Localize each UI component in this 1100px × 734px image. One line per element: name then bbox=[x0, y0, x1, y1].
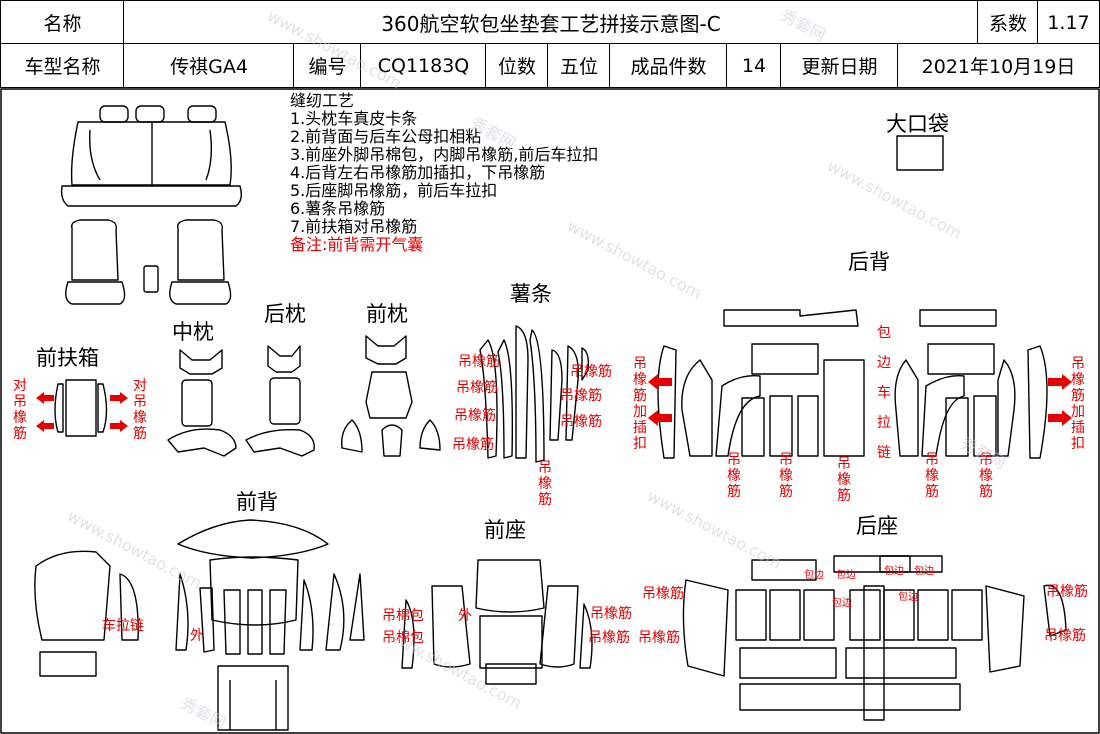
fries-pieces bbox=[479, 325, 590, 463]
note-item: 4.后背左右吊橡筋加插扣，下吊橡筋 bbox=[290, 163, 546, 182]
seat-overview-drawing bbox=[60, 105, 243, 305]
front-armrest-pieces bbox=[54, 379, 108, 437]
annotation-hang-elastic: 吊橡筋 bbox=[1044, 628, 1086, 644]
code-label: 编号 bbox=[293, 43, 362, 88]
annotation-edge-wrap: 包边 bbox=[836, 570, 856, 581]
notes-title: 缝纫工艺 bbox=[290, 91, 355, 110]
annotation-hang-elastic: 吊橡筋 bbox=[638, 630, 680, 646]
code-value: CQ1183Q bbox=[360, 43, 487, 88]
annotation-hang-elastic: 吊橡筋 bbox=[642, 586, 684, 602]
annotation-car-zipper: 车拉链 bbox=[102, 618, 144, 634]
annotation-pair-hang-elastic-left: 对吊橡筋 bbox=[13, 378, 27, 442]
annotation-hang-elastic: 吊橡筋 bbox=[1046, 584, 1088, 600]
annotation-hang-elastic-vertical: 吊橡筋 bbox=[727, 452, 741, 500]
front-seat-pieces bbox=[401, 559, 593, 685]
annotation-hang-elastic-vertical: 吊橡筋 bbox=[538, 460, 552, 508]
annotation-hang-cotton-bag: 吊棉包 bbox=[382, 608, 424, 624]
annotation-hang-elastic-vertical: 吊橡筋 bbox=[779, 452, 793, 500]
pieces-value: 14 bbox=[726, 43, 782, 88]
coef-label: 系数 bbox=[977, 0, 1039, 45]
annotation-hang-cotton-bag: 吊棉包 bbox=[382, 630, 424, 646]
header-table: 名称 360航空软包坐垫套工艺拼接示意图-C 系数 1.17 车型名称 传祺GA… bbox=[0, 0, 1100, 88]
annotation-hang-elastic: 吊橡筋 bbox=[570, 364, 612, 380]
rear-seat-pieces bbox=[682, 555, 1067, 721]
rear-back-title: 后背 bbox=[848, 250, 890, 274]
name-label: 名称 bbox=[0, 0, 125, 45]
seats-value: 五位 bbox=[547, 43, 611, 88]
annotation-hang-elastic: 吊橡筋 bbox=[588, 630, 630, 646]
annotation-hang-elastic-buckle-right: 吊橡筋加插扣 bbox=[1071, 356, 1085, 452]
note-item: 6.薯条吊橡筋 bbox=[290, 199, 386, 218]
annotation-edge-wrap: 包边 bbox=[914, 566, 934, 577]
rear-seat-title: 后座 bbox=[856, 514, 898, 538]
middle-pillow-pieces bbox=[167, 349, 237, 457]
notes-remark: 备注:前背需开气囊 bbox=[290, 235, 424, 254]
note-item: 7.前扶箱对吊橡筋 bbox=[290, 217, 418, 236]
model-label: 车型名称 bbox=[0, 43, 125, 88]
rear-pillow-pieces bbox=[245, 345, 315, 457]
front-seat-title: 前座 bbox=[484, 518, 526, 542]
annotation-hang-elastic: 吊橡筋 bbox=[454, 408, 496, 424]
annotation-hang-elastic: 吊橡筋 bbox=[458, 354, 500, 370]
note-item: 5.后座脚吊橡筋，前后车拉扣 bbox=[290, 181, 498, 200]
sheet-title: 360航空软包坐垫套工艺拼接示意图-C bbox=[123, 0, 979, 45]
annotation-hang-elastic-buckle-left: 吊橡筋加插扣 bbox=[633, 356, 647, 452]
date-value: 2021年10月19日 bbox=[897, 43, 1100, 88]
annotation-outer: 外 bbox=[190, 628, 204, 644]
annotation-edge-wrap: 包边 bbox=[898, 592, 918, 603]
annotation-hang-elastic-vertical: 吊橡筋 bbox=[979, 452, 993, 500]
note-item: 1.头枕车真皮卡条 bbox=[290, 109, 418, 128]
front-armrest-title: 前扶箱 bbox=[36, 346, 99, 370]
annotation-outer: 外 bbox=[458, 608, 472, 624]
seats-label: 位数 bbox=[485, 43, 549, 88]
note-item: 3.前座外脚吊棉包，内脚吊橡筋,前后车拉扣 bbox=[290, 145, 599, 164]
annotation-hang-elastic: 吊橡筋 bbox=[590, 606, 632, 622]
big-pocket-piece bbox=[896, 135, 944, 171]
annotation-edge-wrap: 包边 bbox=[804, 570, 824, 581]
annotation-hang-elastic: 吊橡筋 bbox=[560, 388, 602, 404]
note-item: 2.前背面与后车公母扣相粘 bbox=[290, 127, 482, 146]
front-pillow-title: 前枕 bbox=[366, 302, 408, 326]
front-pillow-pieces bbox=[341, 335, 441, 457]
rear-back-pieces bbox=[657, 309, 1048, 459]
annotation-hang-elastic: 吊橡筋 bbox=[452, 437, 494, 453]
annotation-hang-elastic: 吊橡筋 bbox=[560, 414, 602, 430]
date-label: 更新日期 bbox=[780, 43, 899, 88]
annotation-edge-wrap: 包边 bbox=[884, 566, 904, 577]
front-back-title: 前背 bbox=[236, 490, 278, 514]
big-pocket-title: 大口袋 bbox=[886, 112, 949, 136]
fries-title: 薯条 bbox=[510, 282, 552, 306]
rear-pillow-title: 后枕 bbox=[264, 302, 306, 326]
annotation-pair-hang-elastic-right: 对吊橡筋 bbox=[133, 378, 147, 442]
sewing-notes: 缝纫工艺 1.头枕车真皮卡条 2.前背面与后车公母扣相粘 3.前座外脚吊棉包，内… bbox=[290, 92, 598, 254]
front-back-pieces bbox=[34, 519, 365, 731]
annotation-arrows bbox=[36, 374, 1072, 432]
annotation-edge-zipper: 包边车拉链 bbox=[877, 325, 891, 461]
annotation-hang-elastic: 吊橡筋 bbox=[456, 380, 498, 396]
model-value: 传祺GA4 bbox=[123, 43, 295, 88]
coef-value: 1.17 bbox=[1037, 0, 1100, 45]
middle-pillow-title: 中枕 bbox=[172, 320, 214, 344]
annotation-edge-wrap: 包边 bbox=[832, 598, 852, 609]
pieces-label: 成品件数 bbox=[609, 43, 728, 88]
pattern-drawing bbox=[0, 88, 1100, 734]
annotation-hang-elastic-vertical: 吊橡筋 bbox=[925, 452, 939, 500]
annotation-hang-elastic-vertical: 吊橡筋 bbox=[837, 456, 851, 504]
